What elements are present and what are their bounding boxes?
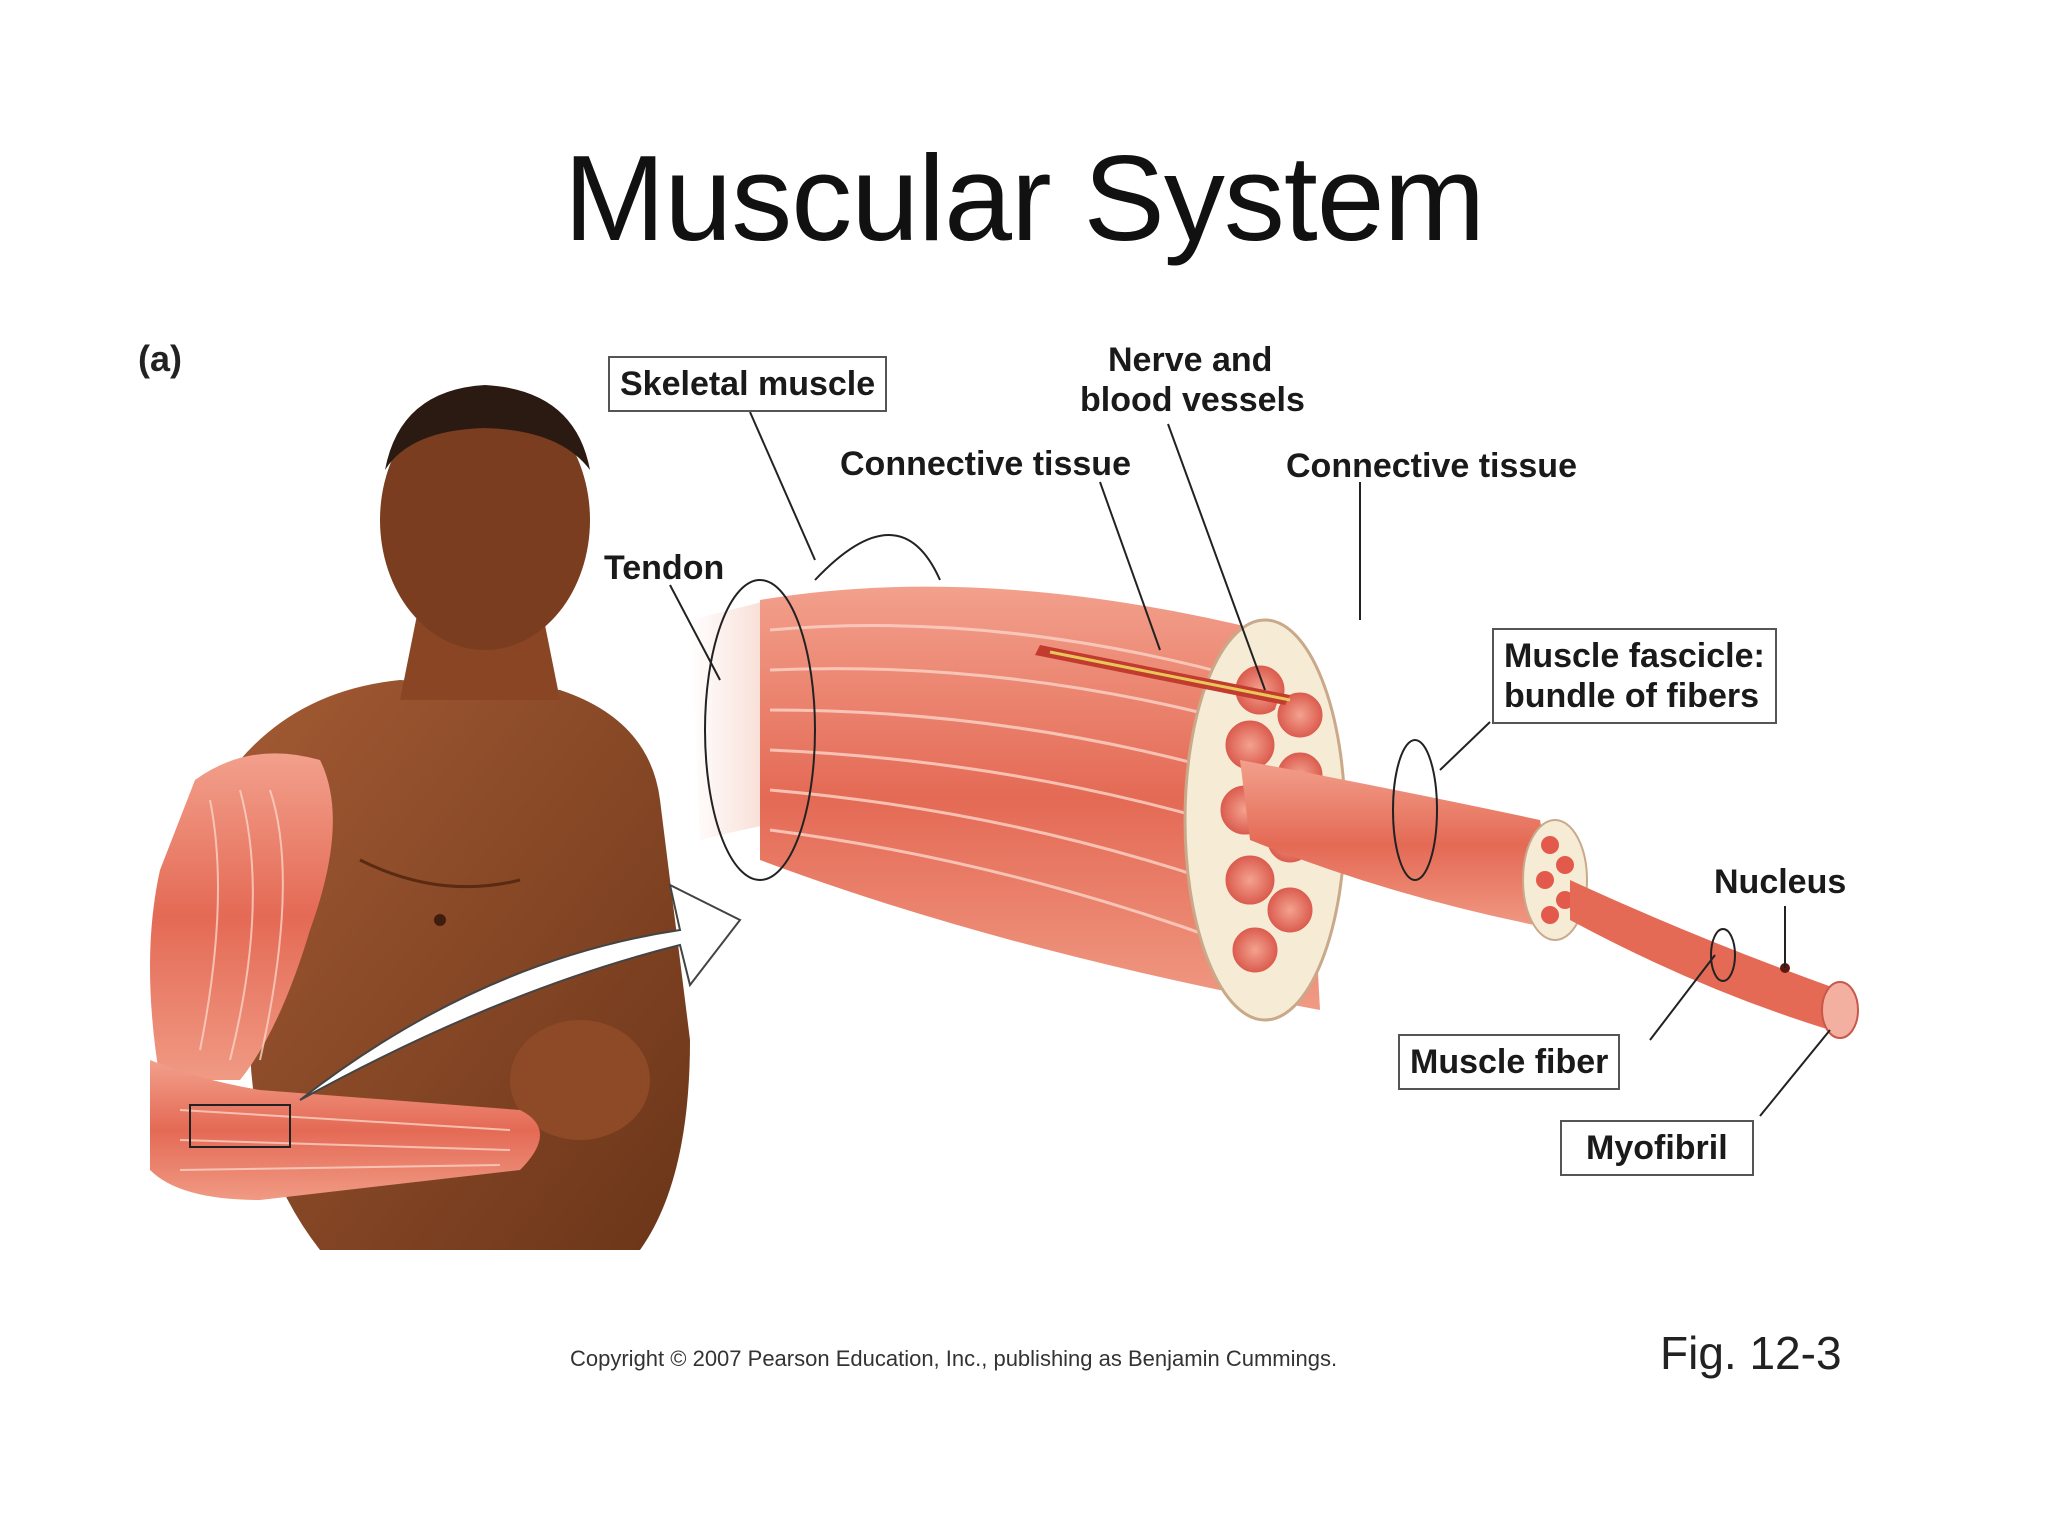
zoom-arrow [299, 883, 742, 1101]
label-skeletal-muscle: Skeletal muscle [608, 356, 888, 412]
label-fascicle-line1: Muscle fascicle: [1504, 637, 1765, 675]
panel-label: (a) [138, 338, 182, 379]
zoom-box [189, 1104, 291, 1148]
label-nucleus: Nucleus [1714, 863, 1847, 901]
muscle-body [760, 586, 1320, 1010]
label-muscle-fascicle: Muscle fascicle: bundle of fibers [1492, 628, 1777, 724]
label-tendon: Tendon [604, 549, 725, 587]
upper-arm-muscle [150, 753, 333, 1080]
hair [385, 385, 590, 470]
copyright-notice: Copyright © 2007 Pearson Education, Inc.… [570, 1346, 1338, 1371]
label-nerve-line1: Nerve and [1108, 341, 1273, 379]
skeletal-muscle-bundle [690, 534, 1347, 1022]
label-connective-tissue-left: Connective tissue [840, 445, 1131, 483]
label-fascicle-line2: bundle of fibers [1504, 677, 1759, 715]
human-figure [150, 385, 742, 1250]
head [380, 390, 590, 650]
label-connective-tissue-right: Connective tissue [1286, 447, 1577, 485]
muscle-fiber [1570, 880, 1859, 1039]
leader-lines [669, 411, 1831, 1117]
label-nerve-line2: blood vessels [1080, 381, 1305, 419]
label-myofibril: Myofibril [1560, 1120, 1754, 1176]
fist [510, 1020, 650, 1140]
page-title: Muscular System [563, 130, 1486, 266]
label-muscle-fiber: Muscle fiber [1398, 1034, 1621, 1090]
figure-number: Fig. 12-3 [1660, 1327, 1842, 1379]
